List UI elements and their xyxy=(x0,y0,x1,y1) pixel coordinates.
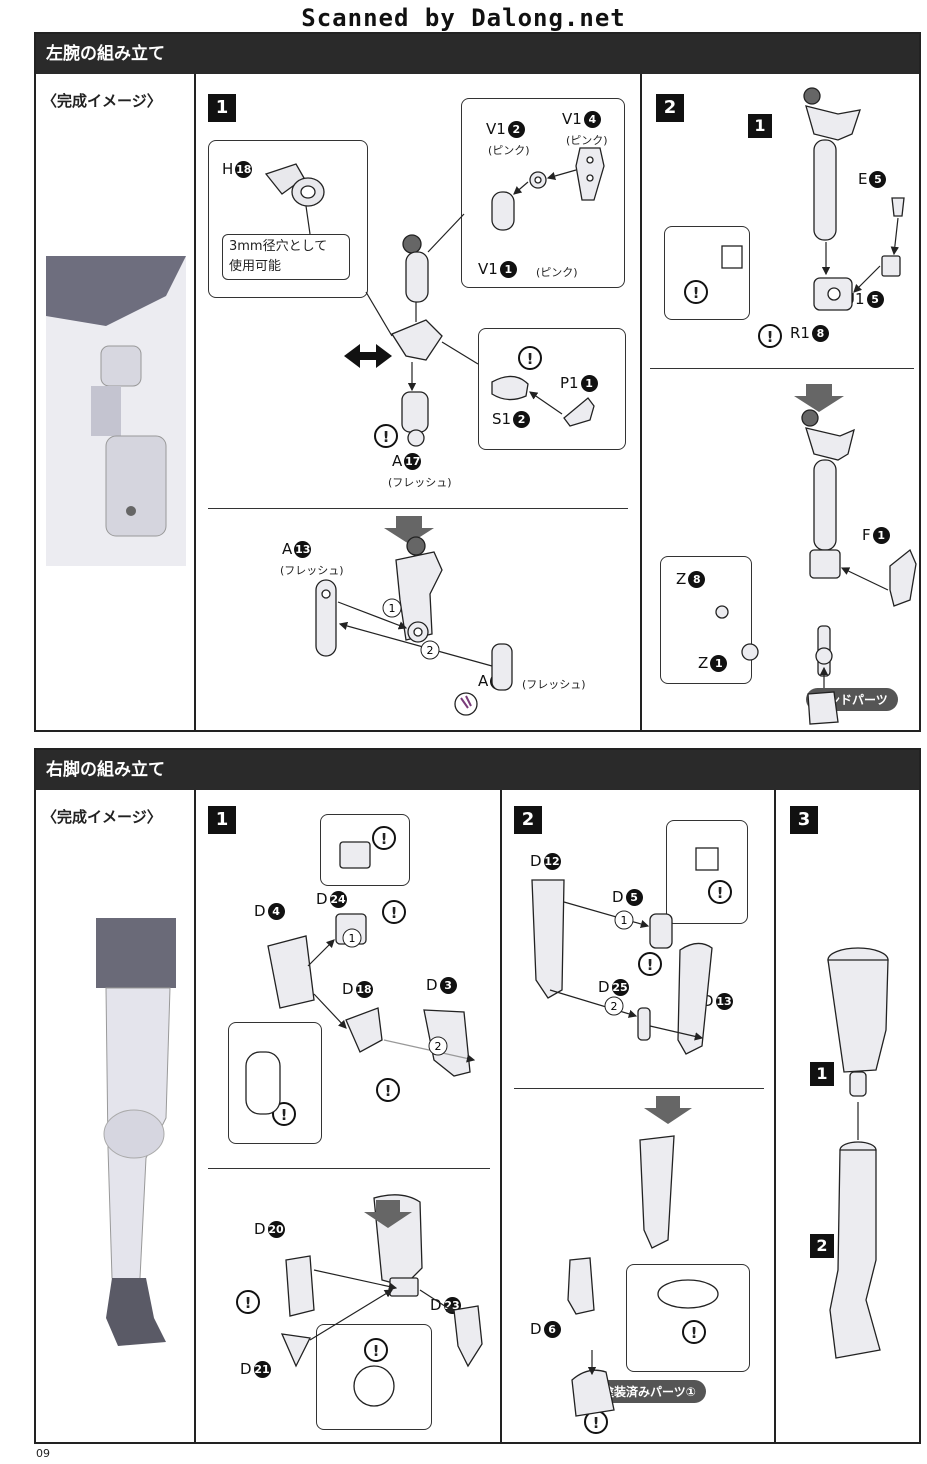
warning-icon: ! xyxy=(236,1290,260,1314)
left-arm-step2-drawing xyxy=(715,87,917,725)
order-marker-1: 1 xyxy=(349,932,356,945)
step1-divider xyxy=(208,1168,490,1169)
part-color-a9: (フレッシュ) xyxy=(522,678,586,691)
left-arm-step1-drawing: 1 2 xyxy=(264,147,605,716)
z-parts-callout xyxy=(660,556,752,684)
left-arm-step2-number: 2 xyxy=(656,94,684,122)
left-arm-step2-sub1: 1 xyxy=(748,114,772,138)
order-marker-2: 2 xyxy=(611,1000,618,1013)
order-marker-1: 1 xyxy=(621,914,628,927)
right-leg-step3-sub1: 1 xyxy=(810,1062,834,1086)
right-leg-complete-label: 〈完成イメージ〉 xyxy=(42,808,162,826)
warning-icon: ! xyxy=(372,826,396,850)
left-arm-complete-label: 〈完成イメージ〉 xyxy=(42,92,162,110)
step1-divider xyxy=(208,508,628,509)
left-arm-title: 左腕の組み立て xyxy=(36,34,919,74)
warning-icon: ! xyxy=(518,346,542,370)
step2-divider xyxy=(650,368,914,369)
warning-icon: ! xyxy=(682,1320,706,1344)
right-leg-complete-image xyxy=(76,918,186,1350)
warning-icon: ! xyxy=(364,1338,388,1362)
part-color-a17: (フレッシュ) xyxy=(388,476,452,489)
warning-icon: ! xyxy=(758,324,782,348)
right-leg-step3-panel: 3 1 2 xyxy=(774,790,921,1442)
right-leg-step2-number: 2 xyxy=(514,806,542,834)
note-3mm-hole: 3mm径穴として 使用可能 xyxy=(222,234,350,280)
part-color-v1-2: (ピンク) xyxy=(488,144,530,157)
warning-icon: ! xyxy=(272,1102,296,1126)
right-leg-step2-drawing: 1 2 xyxy=(531,847,719,1417)
left-arm-step1-number: 1 xyxy=(208,94,236,122)
right-leg-title: 右脚の組み立て xyxy=(36,750,919,790)
left-arm-complete-image xyxy=(46,256,186,566)
warning-icon: ! xyxy=(684,280,708,304)
warning-icon: ! xyxy=(374,424,398,448)
scan-credit: Scanned by Dalong.net xyxy=(301,4,626,32)
warning-icon: ! xyxy=(376,1078,400,1102)
p1-s1-callout xyxy=(478,328,626,450)
page-number: 09 xyxy=(36,1447,50,1460)
step2-detail-callout xyxy=(664,226,750,320)
order-marker-1: 1 xyxy=(389,602,396,615)
warning-icon: ! xyxy=(638,952,662,976)
part-color-v1-4: (ピンク) xyxy=(566,134,608,147)
right-leg-step3-number: 3 xyxy=(790,806,818,834)
part-color-a13: (フレッシュ) xyxy=(280,564,344,577)
right-leg-step3-drawing xyxy=(827,947,889,1359)
order-marker-2: 2 xyxy=(427,644,434,657)
painted-parts-badge: 塗装済みパーツ① xyxy=(592,1380,706,1403)
right-leg-step1-number: 1 xyxy=(208,806,236,834)
order-marker-2: 2 xyxy=(435,1040,442,1053)
part-color-v1-1: (ピンク) xyxy=(536,266,578,279)
v1-callout xyxy=(461,98,625,288)
right-leg-step1-drawing: 1 2 xyxy=(245,841,483,1407)
step2-divider xyxy=(514,1088,764,1089)
right-leg-step3-sub2: 2 xyxy=(810,1234,834,1258)
warning-icon: ! xyxy=(382,900,406,924)
warning-icon: ! xyxy=(708,880,732,904)
d5-detail-callout xyxy=(666,820,748,924)
